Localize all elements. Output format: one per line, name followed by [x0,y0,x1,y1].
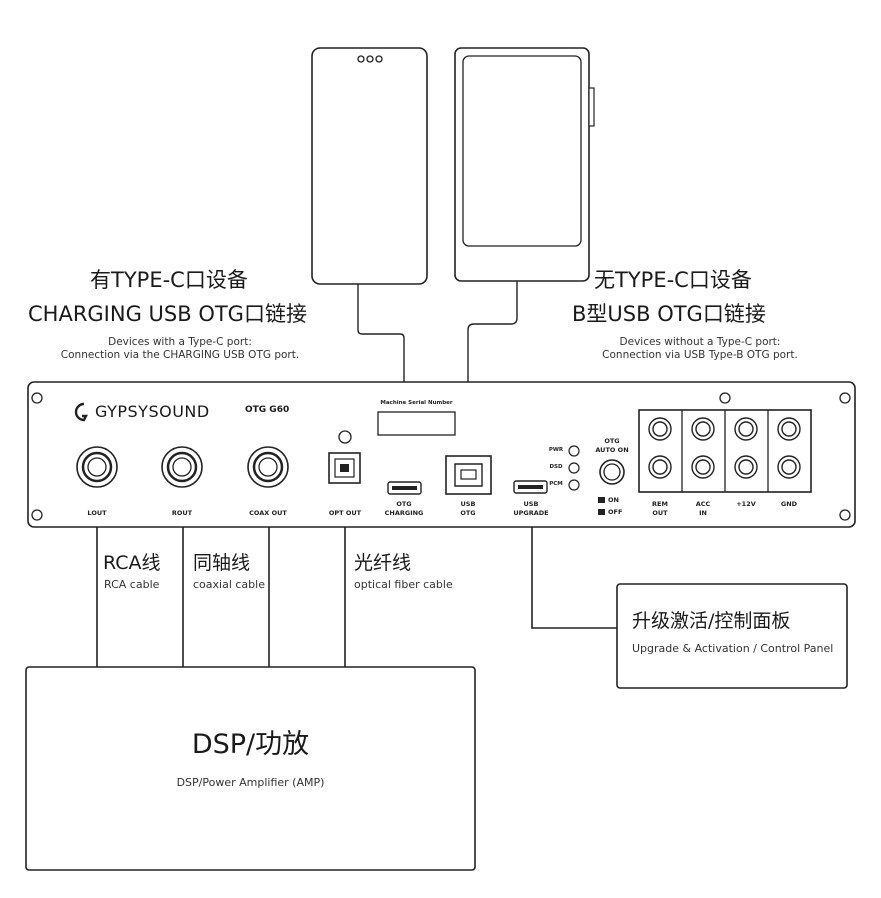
rem-out-label-1: REM [652,500,668,508]
model-name: OTG G60 [245,405,290,415]
plus12v-label: +12V [736,500,756,508]
control-panel-title-cn: 升级激活/控制面板 [632,610,791,632]
pwr-led [568,445,580,457]
pwr-label: PWR [548,447,564,453]
rca-cable-cn: RCA线 [103,552,161,574]
auto-on-label-2: AUTO ON [595,446,629,454]
right-heading-en: B型USB OTG口链接 [572,302,766,326]
switch-off-label: OFF [608,508,623,516]
switch-on-label: ON [608,496,619,504]
pcm-label: PCM [549,481,563,487]
upgrade-cable [531,527,617,629]
rem-out-label-2: OUT [652,509,668,517]
lout-jack [76,446,118,488]
usb-otg-label-2: OTG [460,509,476,517]
otg-charging-label-2: CHARGING [384,509,424,517]
right-heading-cn: 无TYPE-C口设备 [594,268,752,292]
dsd-led [568,462,580,474]
control-panel-title-en: Upgrade & Activation / Control Panel [632,642,834,655]
power-terminal-block [638,392,812,493]
pcm-led [568,479,580,491]
acc-in-label-2: IN [699,509,707,517]
left-desc-2: Connection via the CHARGING USB OTG port… [60,349,300,361]
rout-jack [161,446,203,488]
coax-jack [247,446,289,488]
amp-subtitle: DSP/Power Amplifier (AMP) [176,776,325,789]
serial-label: Machine Serial Number [380,400,453,406]
amplifier-box [25,666,476,871]
optical-cable-cn: 光纤线 [354,552,412,574]
brand-logo-icon [74,402,88,422]
usb-otg-label-1: USB [460,500,476,508]
typeb-cable [467,281,518,460]
right-desc-1: Devices without a Type-C port: [619,336,781,348]
left-heading-cn: 有TYPE-C口设备 [90,268,248,292]
coax-cable-en: coaxial cable [193,578,265,591]
left-heading-en: CHARGING USB OTG口链接 [28,302,307,326]
device-front-panel [27,381,856,528]
left-desc-1: Devices with a Type-C port: [108,336,252,348]
right-desc-2: Connection via USB Type-B OTG port. [602,349,798,361]
lout-label: LOUT [87,509,107,517]
output-cables [96,527,346,667]
usb-b-port [445,455,492,495]
player-typeb-device [454,47,595,282]
typec-cable [357,284,405,484]
opt-out-label: OPT OUT [328,509,362,517]
usb-upgrade-label-2: UPGRADE [513,509,549,517]
otg-charging-label-1: OTG [396,500,412,508]
optical-port [328,452,361,484]
rout-label: ROUT [171,509,193,517]
phone-typec-device [311,47,428,285]
coax-out-label: COAX OUT [249,509,287,517]
coax-cable-cn: 同轴线 [193,552,251,574]
acc-in-label-1: ACC [695,500,711,508]
brand-name: GYPSYSOUND [95,402,210,421]
gnd-label: GND [780,500,798,508]
dsd-label: DSD [549,464,563,470]
auto-on-label-1: OTG [604,437,620,445]
usb-upgrade-label-1: USB [523,500,539,508]
rca-cable-en: RCA cable [104,578,160,591]
control-panel-box [616,583,848,689]
optical-cable-en: optical fiber cable [354,578,453,591]
amp-title: DSP/功放 [191,729,310,760]
